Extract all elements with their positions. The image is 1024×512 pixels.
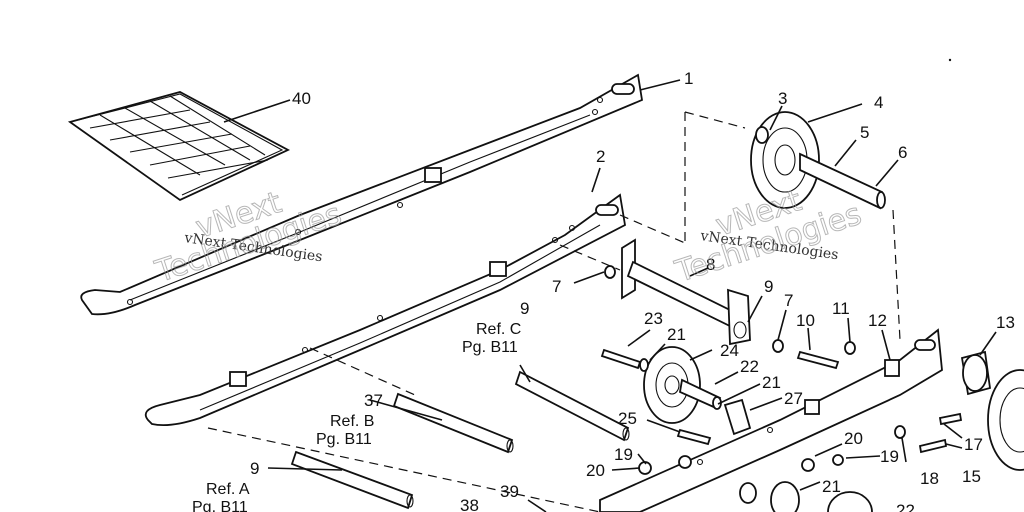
- part-2-lower-rail: [144, 193, 626, 427]
- callout-9b: 9: [520, 299, 529, 318]
- callout-1: 1: [684, 69, 693, 88]
- callout-21c: 21: [822, 477, 841, 496]
- part-24-idler-wheel: [643, 346, 722, 424]
- callout-7a: 7: [552, 277, 561, 296]
- callout-13: 13: [996, 313, 1015, 332]
- callout-37: 37: [364, 391, 383, 410]
- callout-19a: 19: [614, 445, 633, 464]
- part-8-cross-shaft: [621, 238, 751, 346]
- callout-21b: 21: [762, 373, 781, 392]
- leader-lines: [223, 79, 997, 512]
- alignment-lines: [207, 111, 901, 512]
- part-3-6-wheel-axle: [750, 111, 886, 210]
- speck: [948, 58, 952, 62]
- callout-6: 6: [898, 143, 907, 162]
- callout-2: 2: [596, 147, 605, 166]
- callout-21a: 21: [667, 325, 686, 344]
- callout-7b: 7: [784, 291, 793, 310]
- part-1-upper-rail: [80, 73, 644, 316]
- callout-4: 4: [874, 93, 883, 112]
- watermark-right: vNext Technologies vNext Technologies: [670, 183, 866, 291]
- callout-40: 40: [292, 89, 311, 108]
- ref-c-label: Ref. C: [476, 321, 521, 338]
- callout-labels: 40 1 2 3 4 5 6 7 8 9 7 10 11 12 13 23 21…: [250, 69, 1015, 512]
- callout-17: 17: [964, 435, 983, 454]
- ref-a-label: Ref. A: [206, 481, 250, 498]
- callout-10: 10: [796, 311, 815, 330]
- callout-19b: 19: [880, 447, 899, 466]
- callout-25: 25: [618, 409, 637, 428]
- callout-23: 23: [644, 309, 663, 328]
- ref-a-page: Pg. B11: [192, 499, 248, 512]
- callout-22b: 22: [896, 501, 915, 512]
- callout-20a: 20: [586, 461, 605, 480]
- callout-9c: 9: [250, 459, 259, 478]
- callout-18: 18: [920, 469, 939, 488]
- ref-c-page: Pg. B11: [462, 339, 518, 356]
- callout-9a: 9: [764, 277, 773, 296]
- ref-b-page: Pg. B11: [316, 431, 372, 448]
- callout-38: 38: [460, 496, 479, 512]
- reference-notes: Ref. C Pg. B11 Ref. B Pg. B11 Ref. A Pg.…: [192, 321, 521, 512]
- callout-39: 39: [500, 482, 519, 501]
- hardware: [600, 265, 963, 512]
- callout-3: 3: [778, 89, 787, 108]
- part-13-rear-wheel: [960, 350, 1024, 471]
- rods: [290, 370, 630, 510]
- part-40-slide-mat: [67, 91, 291, 202]
- callout-24: 24: [720, 341, 739, 360]
- callout-5: 5: [860, 123, 869, 142]
- callout-27: 27: [784, 389, 803, 408]
- callout-20b: 20: [844, 429, 863, 448]
- callout-12: 12: [868, 311, 887, 330]
- callout-11: 11: [832, 299, 850, 318]
- ref-b-label: Ref. B: [330, 413, 374, 430]
- callout-22: 22: [740, 357, 759, 376]
- callout-8: 8: [706, 255, 715, 274]
- callout-15: 15: [962, 467, 981, 486]
